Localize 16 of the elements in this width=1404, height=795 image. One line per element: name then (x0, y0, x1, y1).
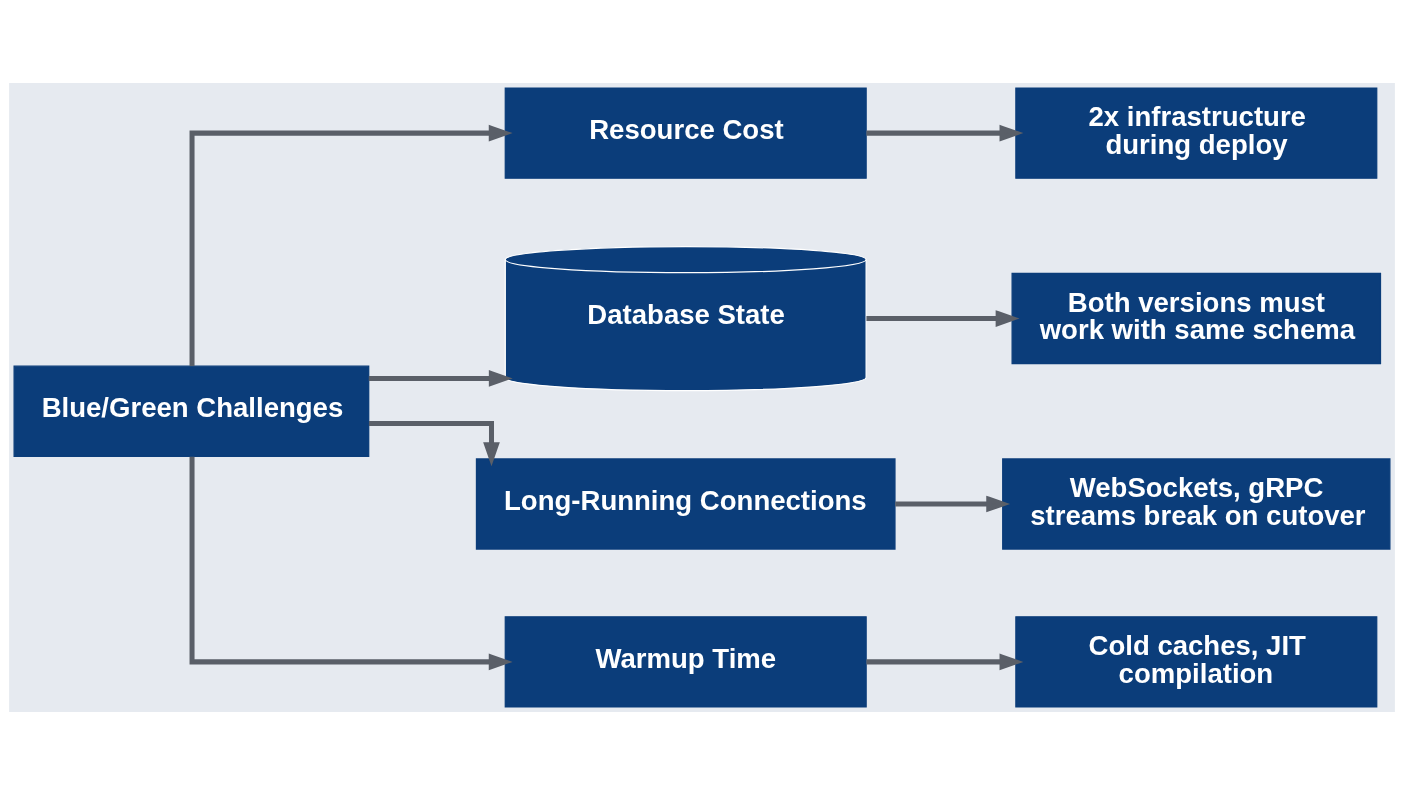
node-box: Warmup Time (504, 616, 867, 708)
arrow (369, 421, 500, 467)
arrow (189, 456, 513, 671)
node-box: Both versions must work with same schema (1011, 272, 1382, 365)
node-box: Long-Running Connections (475, 458, 896, 550)
node-box: 2x infrastructure during deploy (1015, 87, 1378, 179)
node-box: Blue/Green Challenges (13, 365, 370, 457)
arrow (368, 370, 513, 387)
arrow (866, 653, 1024, 671)
node-box: WebSockets, gRPC streams break on cutover (1002, 458, 1391, 550)
arrow (895, 495, 1011, 513)
node-box: Cold caches, JIT compilation (1015, 616, 1378, 708)
arrow (866, 124, 1024, 142)
node-box: Resource Cost (504, 87, 867, 179)
arrow (189, 124, 513, 366)
arrow (866, 310, 1020, 327)
